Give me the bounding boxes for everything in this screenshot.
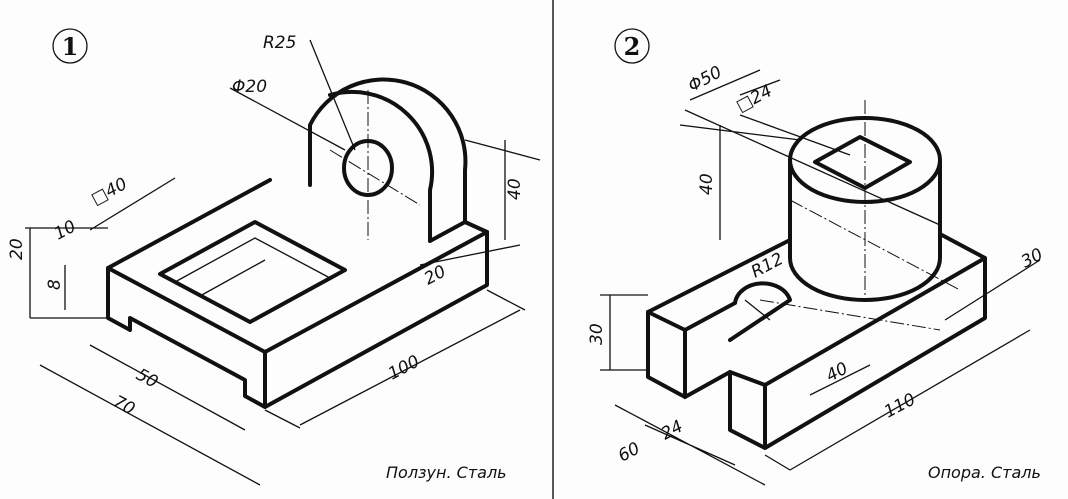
dim-square-24: □24 [733, 81, 776, 116]
drawing-1-slider: 1 R25 Φ20 □40 10 20 8 40 20 50 70 100 По… [7, 28, 541, 486]
dim-50: 50 [133, 365, 161, 393]
dim-30-height: 30 [587, 323, 607, 345]
cylindrical-boss [308, 77, 489, 243]
dim-r12: R12 [748, 249, 787, 282]
base-block [106, 178, 489, 409]
square-hole [813, 135, 912, 190]
drawing-2-caption: Опора. Сталь [928, 463, 1041, 482]
drawing-2-dimension-lines [600, 69, 1041, 486]
dim-r25: R25 [263, 33, 296, 53]
dim-40-boss: 40 [505, 178, 525, 200]
dim-10: 10 [51, 217, 79, 245]
drawing-1-number-circle [52, 28, 88, 64]
dim-110: 110 [881, 390, 919, 423]
dim-diameter-50: Φ50 [685, 62, 725, 96]
pocket-inner-edges [174, 237, 331, 297]
cylinder-centerlines [759, 100, 961, 331]
dim-40-height: 40 [697, 173, 717, 195]
drawing-1-caption: Ползун. Сталь [386, 463, 507, 482]
dim-20-height: 20 [7, 238, 27, 260]
boss-centerlines [329, 90, 421, 240]
dim-square-40: □40 [88, 174, 131, 209]
drawing-2-support: 2 Φ50 □24 40 R12 30 30 40 110 24 60 Опор… [587, 28, 1046, 486]
dim-diameter-20: Φ20 [232, 77, 267, 97]
drawing-2-number-circle [614, 28, 650, 64]
dim-30-width: 30 [1018, 245, 1046, 273]
drawing-2-number: 2 [624, 32, 641, 61]
dim-70: 70 [110, 392, 138, 420]
support-base [646, 232, 987, 450]
drawing-1-number: 1 [62, 32, 79, 61]
square-pocket [158, 220, 347, 324]
dim-40-slot: 40 [823, 359, 851, 387]
dim-60: 60 [615, 439, 643, 467]
dim-100: 100 [385, 352, 423, 385]
dim-8: 8 [45, 279, 65, 290]
drawing-1-dimension-lines [25, 39, 541, 486]
